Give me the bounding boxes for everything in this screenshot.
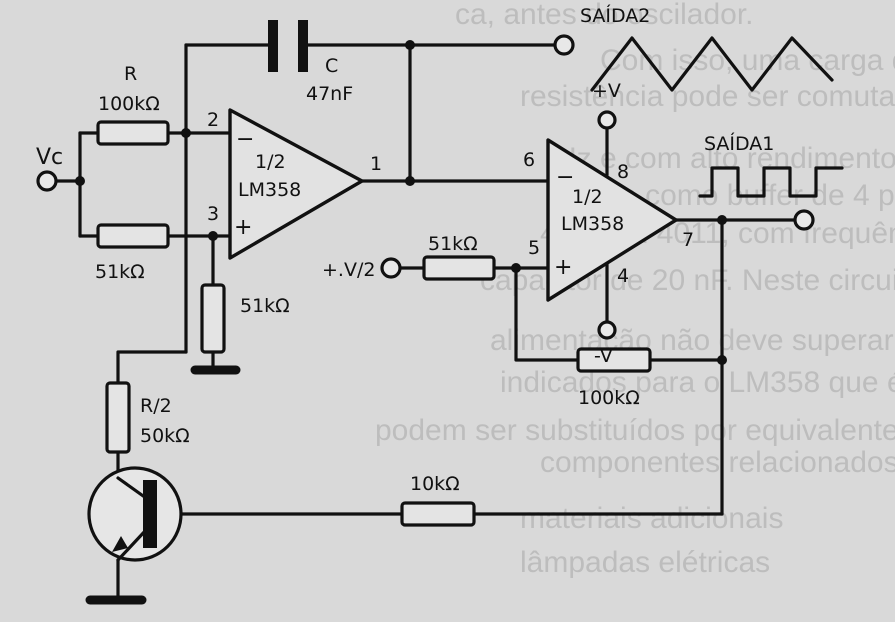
bg-line: alimentação não deve superar os limites [490,324,895,357]
bg-line: componentes relacionados [540,446,895,479]
bg-line: materiais adicionais [520,502,783,535]
bg-line: podem ser substituídos por equivalentes. [375,414,895,447]
label-op2-minus: − [556,165,574,190]
terminal-plus-v[interactable] [597,110,617,130]
bg-line: resistência pode ser comutada numa frequ… [520,80,895,113]
terminal-minus-v[interactable] [597,320,617,340]
label-pin1: 1 [370,153,382,175]
resistor-r-100k [96,120,170,146]
label-r-half-value: 50kΩ [140,425,190,447]
resistor-100k-feedback [576,347,652,373]
label-op1-minus: − [236,127,254,152]
label-pin6: 6 [523,149,535,171]
resistor-10k-base [400,501,476,527]
label-pin2: 2 [207,109,219,131]
label-51k-divider: 51kΩ [240,295,290,317]
resistor-51k-op2 [422,255,496,281]
label-saida2: SAÍDA2 [580,4,650,27]
triangle-wave-icon [590,36,834,92]
label-pin7: 7 [682,229,694,251]
label-51k-input: 51kΩ [95,261,145,283]
resistor-51k-input [96,223,170,249]
label-pin4: 4 [617,265,629,287]
resistor-51k-divider [200,283,226,354]
terminal-v-half[interactable] [380,257,402,279]
label-pin5: 5 [528,237,540,259]
label-r: R [124,63,137,85]
opamp-1-lm358 [228,108,364,260]
opamp-2-lm358 [546,138,678,302]
label-saida1: SAÍDA1 [704,132,774,155]
bg-line: indicados para o LM358 que é de 18 V. Os… [500,366,895,399]
label-pin8: 8 [617,161,629,183]
bg-line: ca, antes do oscilador. [455,0,754,31]
terminal-vc[interactable] [36,170,58,192]
labels: R 100kΩ Vc 51kΩ 51kΩ R/2 50kΩ C 47nF 1/2… [36,4,774,495]
label-v-half: +.V/2 [322,259,375,281]
wires [55,43,797,599]
label-100k-feedback: 100kΩ [578,387,640,409]
bg-line: Com isso, uma carga de alta [600,44,895,77]
label-51k-op2: 51kΩ [428,233,478,255]
capacitor-47nf [268,20,308,72]
label-cap: C [325,55,338,77]
label-op2-fraction: 1/2 [572,186,603,208]
label-10k-base: 10kΩ [410,473,460,495]
bg-line: lâmpadas elétricas [520,546,770,579]
label-r-value: 100kΩ [98,93,160,115]
terminal-saida1[interactable] [793,209,815,231]
label-pin3: 3 [207,203,219,225]
label-op1-part: LM358 [238,179,301,201]
label-op2-part: LM358 [561,213,624,235]
terminal-saida2[interactable] [553,34,575,56]
square-wave-icon [698,166,844,198]
junctions [75,40,727,365]
label-op2-plus: + [554,255,572,280]
label-vc: Vc [36,145,63,170]
label-op1-fraction: 1/2 [255,151,286,173]
label-op1-plus: + [234,215,252,240]
label-r-half: R/2 [140,395,172,417]
npn-transistor [87,466,183,562]
label-minus-v: -V [594,345,613,367]
label-plus-v: +V [592,80,621,102]
resistor-r-half-50k [105,381,131,454]
label-cap-value: 47nF [306,83,353,105]
